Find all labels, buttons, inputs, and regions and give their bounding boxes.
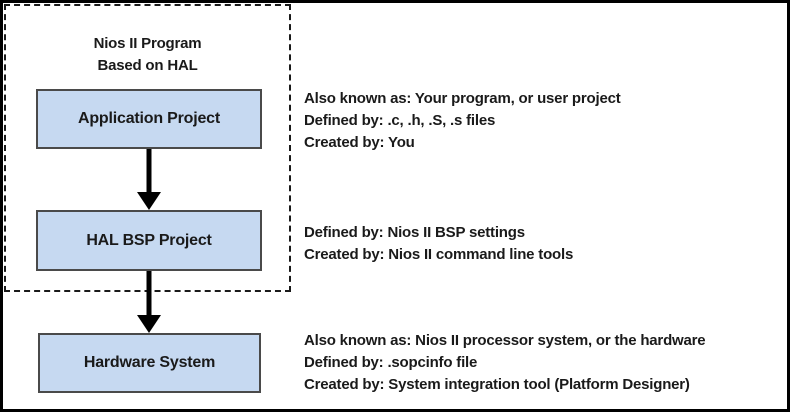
annotation-line: Created by: Nios II command line tools [304,246,574,263]
annotation-line: Defined by: .sopcinfo file [304,354,478,371]
annotation-line: Also known as: Your program, or user pro… [304,90,621,107]
application-project-box: Application Project [36,89,262,149]
application-project-annotation: Also known as: Your program, or user pro… [304,88,621,154]
hal-bsp-project-box: HAL BSP Project [36,210,262,271]
application-project-label: Application Project [78,110,220,127]
group-title-line2: Based on HAL [97,57,198,74]
arrow-down-icon [137,315,161,333]
arrow-app-to-bsp [137,149,161,210]
hardware-system-box: Hardware System [38,333,261,393]
annotation-line: Defined by: Nios II BSP settings [304,224,525,241]
hardware-system-annotation: Also known as: Nios II processor system,… [304,330,706,396]
annotation-line: Also known as: Nios II processor system,… [304,332,706,349]
hardware-system-label: Hardware System [83,354,216,371]
arrow-bsp-to-hardware [137,271,161,333]
arrow-shaft [146,149,152,193]
group-title: Nios II Program Based on HAL [6,33,289,77]
arrow-down-icon [137,192,161,210]
arrow-shaft [146,271,152,316]
annotation-line: Defined by: .c, .h, .S, .s files [304,112,496,129]
annotation-line: Created by: System integration tool (Pla… [304,376,690,393]
hal-bsp-project-label: HAL BSP Project [86,231,212,249]
annotation-line: Created by: You [304,134,415,151]
group-title-line1: Nios II Program [93,35,202,52]
hal-bsp-project-annotation: Defined by: Nios II BSP settings Created… [304,222,573,266]
